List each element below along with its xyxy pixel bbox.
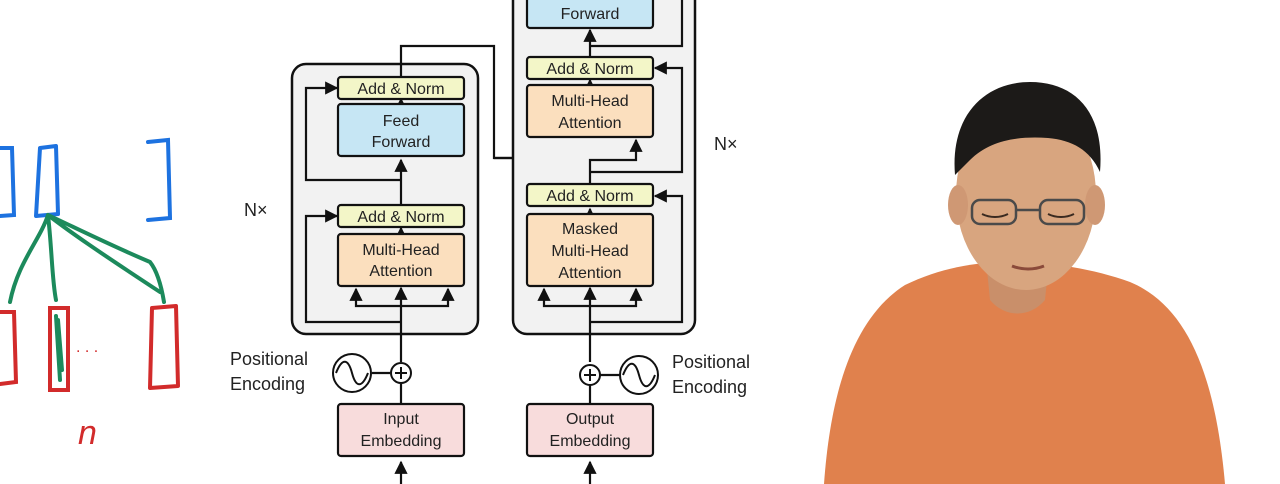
sketch-green-lines: [8, 213, 166, 304]
presenter-hair: [954, 82, 1101, 175]
encoder-feed-forward-line2: Forward: [372, 134, 431, 151]
encoder-repeat-label: N×: [244, 200, 268, 220]
decoder-positional-line2: Encoding: [672, 377, 747, 397]
sketch-dots: . . .: [76, 339, 98, 356]
decoder-cross-attention-line2: Attention: [558, 115, 621, 132]
encoder-feed-forward: [336, 102, 466, 158]
decoder-sine-curve: [622, 362, 656, 388]
sketch-red-box-2: [48, 306, 70, 392]
sketch-handwritten-n: n: [78, 414, 97, 452]
encoder-attention-line2: Attention: [369, 263, 432, 280]
encoder-feed-forward-line1: Feed: [383, 113, 419, 130]
decoder-stack: N× Forward Add & Norm Multi-Head: [511, 0, 750, 484]
decoder-cross-attention: [525, 83, 655, 139]
presenter-shirt: [824, 262, 1225, 484]
encoder-add-norm-bottom-label: Add & Norm: [357, 209, 444, 226]
decoder-feed-forward: [525, 0, 655, 30]
decoder-positional-line1: Positional: [672, 352, 750, 372]
presenter-glasses: [970, 198, 1086, 226]
encoder-positional-line1: Positional: [230, 349, 308, 369]
sketch-red-box-1: [0, 310, 19, 386]
encoder-sine-curve: [335, 360, 369, 386]
encoder-stack: N× Add & Norm Feed: [230, 44, 599, 484]
encoder-input-embedding: [336, 402, 466, 458]
decoder-add-norm-bottom-label: Add & Norm: [546, 188, 633, 205]
sketch-blue-bracket-1: [0, 146, 17, 218]
presenter-eyes: [981, 213, 1075, 218]
sketch-blue-bracket-2: [34, 144, 60, 218]
decoder-add-norm-top: [525, 55, 655, 81]
decoder-repeat-label: N×: [714, 134, 738, 154]
decoder-embedding-line2: Embedding: [550, 433, 631, 450]
presenter-figure: [824, 82, 1225, 484]
decoder-plus-icon: [584, 369, 596, 381]
decoder-masked-line1: Masked: [562, 221, 618, 238]
sketch-blue-bracket-3: [146, 137, 173, 222]
encoder-add-norm-top: [336, 75, 466, 101]
encoder-add-norm-bottom: [336, 203, 466, 229]
presenter-mouth: [1011, 264, 1045, 271]
handwritten-sketch: . . . n: [0, 137, 180, 452]
presenter-head: [956, 100, 1096, 290]
decoder-cross-attention-line1: Multi-Head: [551, 93, 628, 110]
decoder-add-norm-top-label: Add & Norm: [546, 61, 633, 78]
presenter-ear-right: [1085, 185, 1105, 225]
sketch-red-box-3: [148, 304, 180, 390]
decoder-connectors: [537, 0, 684, 484]
decoder-feed-forward-label: Forward: [561, 6, 620, 23]
presenter-ear-left: [948, 185, 968, 225]
encoder-embedding-line2: Embedding: [361, 433, 442, 450]
encoder-multi-head-attention: [336, 232, 466, 288]
decoder-add-norm-bottom: [525, 182, 655, 208]
sketch-green-fill: [54, 314, 64, 382]
decoder-masked-attention: [525, 212, 655, 288]
encoder-add-norm-top-label: Add & Norm: [357, 81, 444, 98]
encoder-embedding-line1: Input: [383, 411, 419, 428]
decoder-embedding-line1: Output: [566, 411, 615, 428]
decoder-output-embedding: [525, 402, 655, 458]
encoder-positional-line2: Encoding: [230, 374, 305, 394]
decoder-masked-line3: Attention: [558, 265, 621, 282]
decoder-masked-line2: Multi-Head: [551, 243, 628, 260]
encoder-plus-icon: [395, 367, 407, 379]
encoder-attention-line1: Multi-Head: [362, 242, 439, 259]
